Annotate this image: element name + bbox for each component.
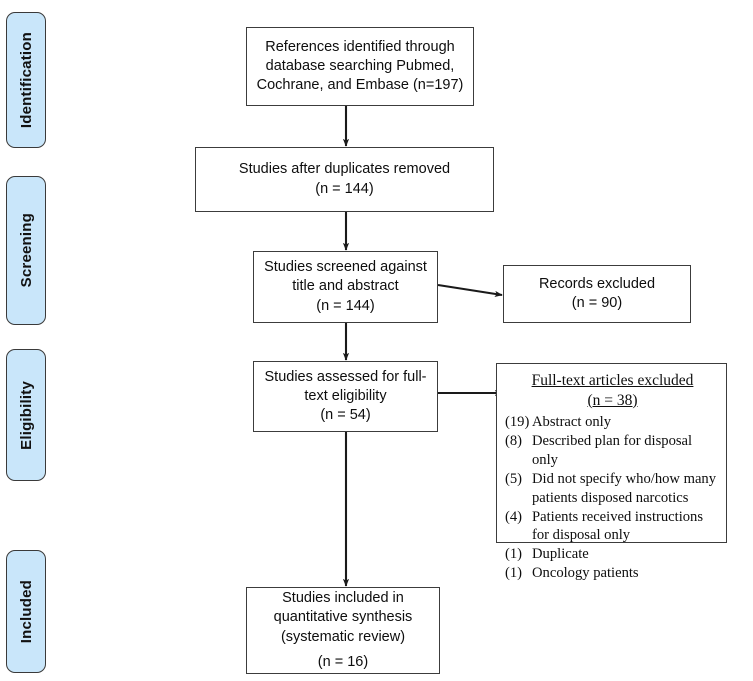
stage-tab-eligibility: Eligibility [6, 349, 46, 481]
box-fulltext-assessed-text: Studies assessed for full- text eligibil… [257, 368, 435, 426]
reason-count: (5) [505, 470, 523, 487]
fulltext-excluded-heading-line-1: Full-text articles excluded [531, 372, 694, 389]
reason-text: Patients received instructions for dispo… [532, 508, 704, 544]
fulltext-excluded-heading-line-2: (n = 38) [587, 391, 638, 409]
box-studies-included-line-1: Studies included in [282, 589, 404, 606]
box-records-excluded-line-1: Records excluded [538, 275, 656, 292]
reason-text: Duplicate [532, 546, 589, 563]
box-references-identified-line-1: References identified through [265, 38, 455, 55]
box-references-identified-text: References identified through database s… [249, 38, 472, 96]
reason-count: (1) [505, 546, 523, 563]
reason-text: Did not specify who/how many patients di… [532, 470, 717, 506]
box-fulltext-assessed-line-1: Studies assessed for full- [264, 368, 427, 385]
reason-count: (8) [505, 432, 523, 449]
stage-tab-screening: Screening [6, 176, 46, 325]
box-studies-included: Studies included in quantitative synthes… [246, 587, 440, 674]
reason-count: (1) [505, 565, 523, 582]
box-records-excluded: Records excluded (n = 90) [503, 265, 691, 323]
reason-text: Oncology patients [532, 565, 639, 582]
box-references-identified-line-3: Cochrane, and Embase (n=197) [256, 77, 464, 94]
list-item: (19) Abstract only [505, 413, 720, 432]
box-records-excluded-line-2: (n = 90) [571, 295, 623, 311]
list-item: (5) Did not specify who/how many patient… [505, 470, 720, 508]
list-item: (4) Patients received instructions for d… [505, 508, 720, 546]
box-studies-included-line-2: quantitative synthesis [273, 609, 413, 626]
box-duplicates-removed-text: Studies after duplicates removed (n = 14… [231, 160, 458, 199]
fulltext-excluded-reason-list: (19) Abstract only (8) Described plan fo… [505, 413, 720, 584]
reason-text: Abstract only [532, 413, 612, 430]
box-fulltext-assessed-line-2: text eligibility [304, 387, 387, 404]
box-studies-screened: Studies screened against title and abstr… [253, 251, 438, 323]
stage-tab-identification: Identification [6, 12, 46, 148]
box-fulltext-assessed: Studies assessed for full- text eligibil… [253, 361, 438, 432]
box-fulltext-articles-excluded: Full-text articles excluded (n = 38) (19… [496, 363, 727, 581]
box-studies-included-line-3: (systematic review) [280, 628, 406, 645]
reason-text: Described plan for disposal only [532, 432, 693, 468]
stage-tab-included: Included [6, 550, 46, 673]
reason-count: (19) [505, 413, 530, 430]
box-studies-included-text: Studies included in quantitative synthes… [266, 589, 421, 672]
arrow-screened-to-records-excluded [437, 283, 503, 297]
list-item: (1) Oncology patients [505, 564, 720, 583]
box-fulltext-assessed-line-3: (n = 54) [320, 407, 371, 424]
box-duplicates-removed: Studies after duplicates removed (n = 14… [195, 147, 494, 212]
box-studies-screened-line-3: (n = 144) [316, 297, 375, 314]
box-records-excluded-text: Records excluded (n = 90) [531, 275, 663, 314]
fulltext-excluded-heading: Full-text articles excluded (n = 38) [505, 371, 720, 411]
box-studies-screened-text: Studies screened against title and abstr… [256, 258, 435, 316]
list-item: (1) Duplicate [505, 545, 720, 564]
list-item: (8) Described plan for disposal only [505, 432, 720, 470]
box-studies-screened-line-1: Studies screened against [264, 259, 427, 276]
box-references-identified-line-2: database searching Pubmed, [265, 57, 455, 74]
box-studies-included-line-4: (n = 16) [317, 653, 369, 670]
box-references-identified: References identified through database s… [246, 27, 474, 106]
reason-count: (4) [505, 508, 523, 525]
box-duplicates-removed-line-1: Studies after duplicates removed [238, 161, 451, 178]
box-duplicates-removed-line-2: (n = 144) [315, 180, 374, 197]
box-studies-screened-line-2: title and abstract [292, 278, 399, 295]
